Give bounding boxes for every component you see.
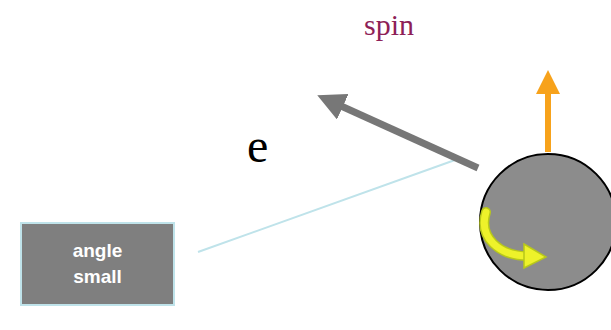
particle-label: e bbox=[247, 118, 268, 173]
momentum-arrow bbox=[330, 101, 478, 168]
rotation-arrow bbox=[484, 212, 528, 256]
rotation-arrowhead bbox=[524, 244, 546, 268]
leader-line bbox=[198, 160, 455, 252]
angle-box: angle small bbox=[20, 222, 175, 306]
particle-sphere bbox=[480, 154, 611, 290]
rotation-arrow-edge bbox=[484, 212, 528, 256]
box-label: angle small bbox=[53, 238, 143, 289]
spin-arrow bbox=[545, 82, 551, 152]
spin-label: spin bbox=[364, 8, 414, 42]
